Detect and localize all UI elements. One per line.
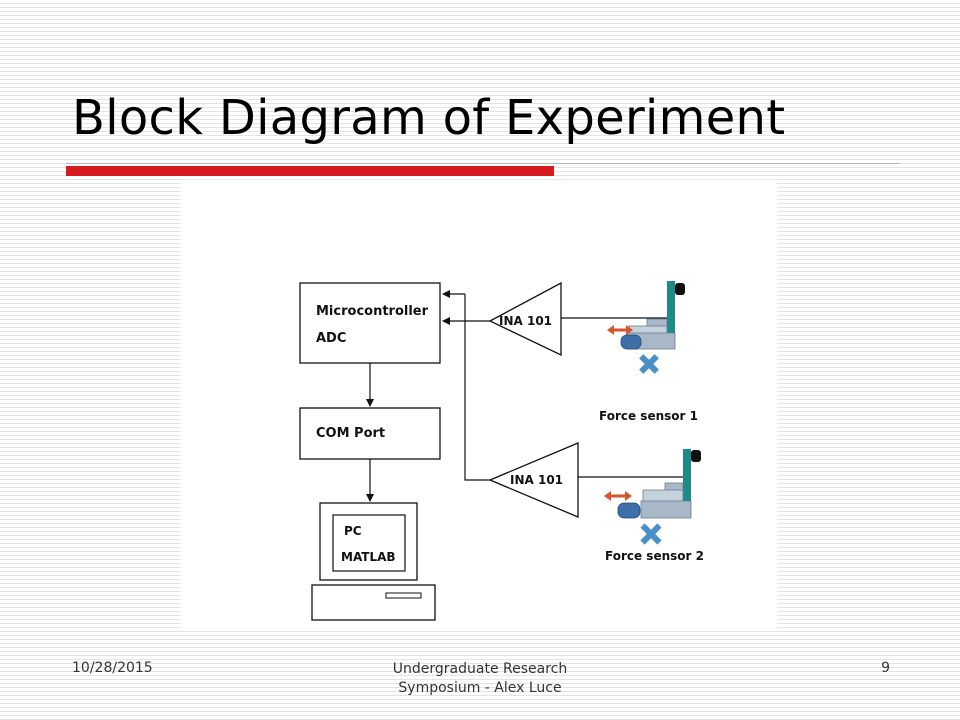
adc-label: ADC [316,331,346,346]
disk-drive-slot [385,592,422,599]
sensor2-body [640,500,692,519]
monitor-screen [332,514,406,572]
sensor2-clamp [691,450,701,462]
sensor2-cross-marker-icon [640,523,662,545]
microcontroller-label: Microcontroller [316,304,429,319]
sensor2-cylinder [617,502,641,519]
com-port-block: COM Port [299,407,441,460]
slide-number: 9 [881,660,890,676]
sensor1-cylinder [620,334,642,350]
sensor1-direction-arrow-icon [607,325,633,335]
amp-bottom-feedback-line [464,294,490,481]
footer-event-line: Undergraduate Research [392,661,568,677]
com-port-label: COM Port [316,426,385,441]
amplifier-bottom-label: INA 101 [510,473,563,487]
footer-author-line: Symposium - Alex Luce [398,680,562,696]
sensor2-post [683,449,691,501]
footer-presentation-info: Undergraduate Research Symposium - Alex … [340,660,620,698]
title-accent-bar [66,166,554,176]
amplifier-top-label: INA 101 [499,314,552,328]
sensor1-cross-marker-icon [639,354,659,374]
force-sensor-2-illustration: Force sensor 2 [604,449,704,563]
pc-label: PC [344,524,362,538]
computer-base [311,584,436,621]
sensor2-direction-arrow-icon [604,491,632,501]
force-sensor-2-label: Force sensor 2 [605,549,704,563]
force-sensor-1-label: Force sensor 1 [599,409,698,423]
microcontroller-block: Microcontroller ADC [299,282,441,364]
amplifier-bottom: INA 101 [488,442,579,518]
sensor2-block-lower [642,489,684,503]
footer-date: 10/28/2015 [72,660,153,676]
force-sensor-1-illustration: Force sensor 1 [599,281,698,423]
title-divider [66,163,900,164]
sensor1-clamp [675,283,685,295]
amplifier-top: INA 101 [488,281,562,357]
slide-title: Block Diagram of Experiment [72,90,786,146]
block-diagram: Microcontroller ADC COM Port PC MATLAB I… [181,183,777,631]
sensor1-post [667,281,675,336]
matlab-label: MATLAB [341,550,396,564]
pc-computer-icon: PC MATLAB [311,502,436,621]
